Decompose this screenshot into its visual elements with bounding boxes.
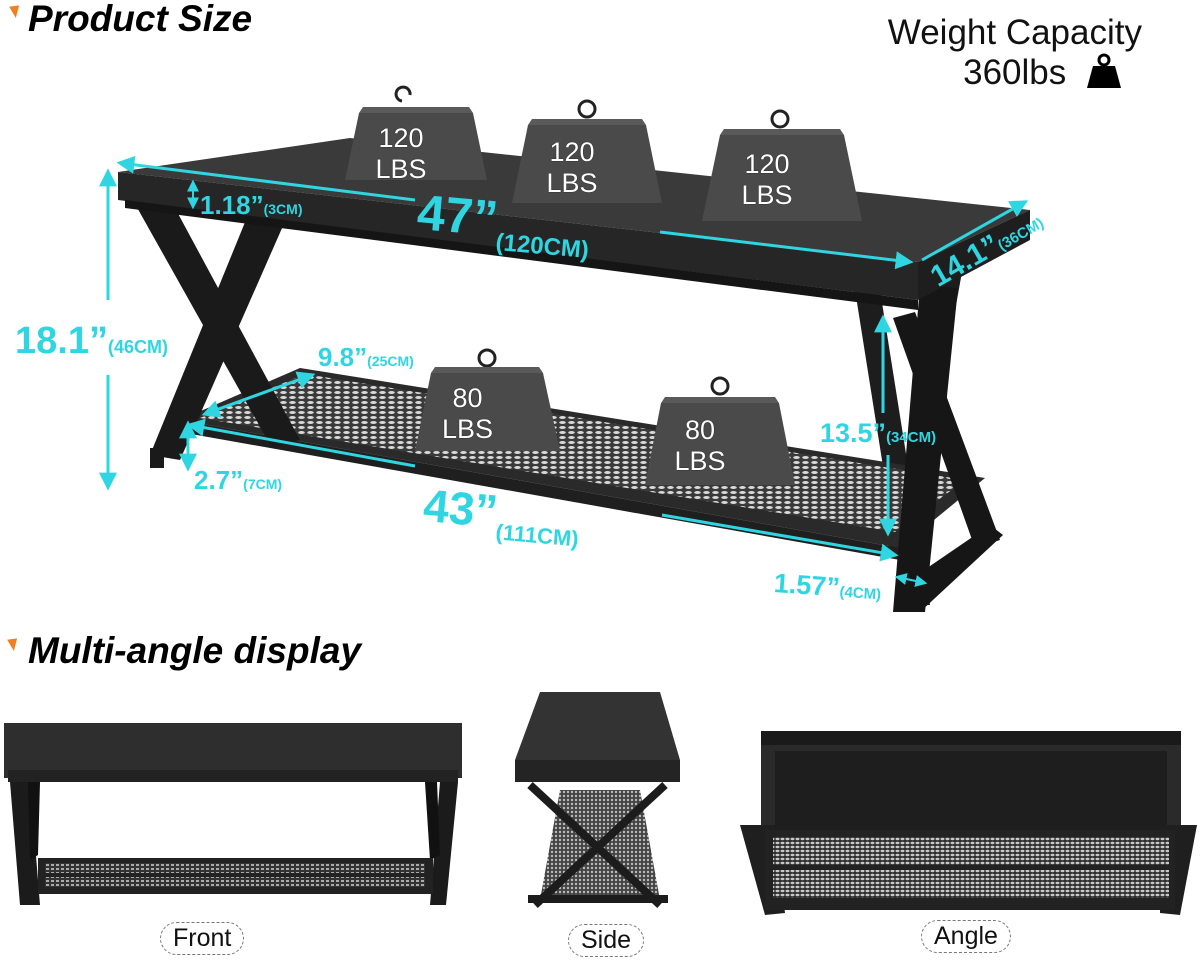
weight-block-top-2: 120 LBS: [512, 95, 662, 207]
weight-amount-label: 80 LBS: [674, 415, 726, 476]
view-label-angle: Angle: [921, 920, 1011, 953]
weight-block-icon: [645, 376, 795, 485]
view-label-side: Side: [568, 924, 645, 957]
weight-block-bottom-2: 80 LBS: [645, 373, 795, 488]
dim-shelf-height: 13.5”(34CM): [820, 418, 937, 448]
dim-top-thickness: 1.18”(3CM): [200, 190, 303, 220]
weight-amount-label: 120 LBS: [375, 123, 427, 184]
weight-amount-label: 120 LBS: [741, 149, 793, 210]
section-title-multi-angle: Multi-angle display: [28, 630, 362, 671]
weight-capacity-value: 360lbs: [963, 53, 1067, 92]
mesh-shelf: [180, 368, 985, 560]
weight-amount-label: 120 LBS: [546, 137, 598, 198]
weight-block-icon: [345, 85, 487, 180]
weight-block-bottom-1: 80 LBS: [415, 345, 560, 455]
weight-block-top-3: 120 LBS: [702, 105, 862, 225]
weight-block-icon: [512, 99, 662, 203]
dimension-lines: [99, 155, 1029, 587]
weight-block-icon: [702, 109, 862, 221]
weight-block-top-1: 120 LBS: [345, 85, 487, 185]
weight-amount-label: 80 LBS: [441, 383, 494, 444]
view-label-front: Front: [160, 922, 245, 955]
weight-capacity: Weight Capacity 360lbs: [850, 14, 1142, 92]
side-view-image: [515, 692, 680, 908]
weight-icon: [1087, 53, 1121, 88]
weight-capacity-value-row: 360lbs: [850, 52, 1142, 92]
weight-capacity-label: Weight Capacity: [887, 13, 1142, 52]
front-view-image: [4, 723, 462, 905]
angle-view-image: [740, 731, 1197, 915]
dim-shelf-clearance: 2.7”(7CM): [194, 465, 283, 495]
dim-shelf-depth: 9.8”(25CM): [318, 342, 414, 372]
product-diagram: [99, 138, 1030, 612]
front-right-leg: [893, 285, 1003, 612]
weight-block-icon: [415, 348, 560, 451]
dim-height: 18.1”(46CM): [15, 320, 168, 362]
section-marker-icon: [7, 638, 19, 652]
section-title-product-size: Product Size: [28, 0, 253, 39]
